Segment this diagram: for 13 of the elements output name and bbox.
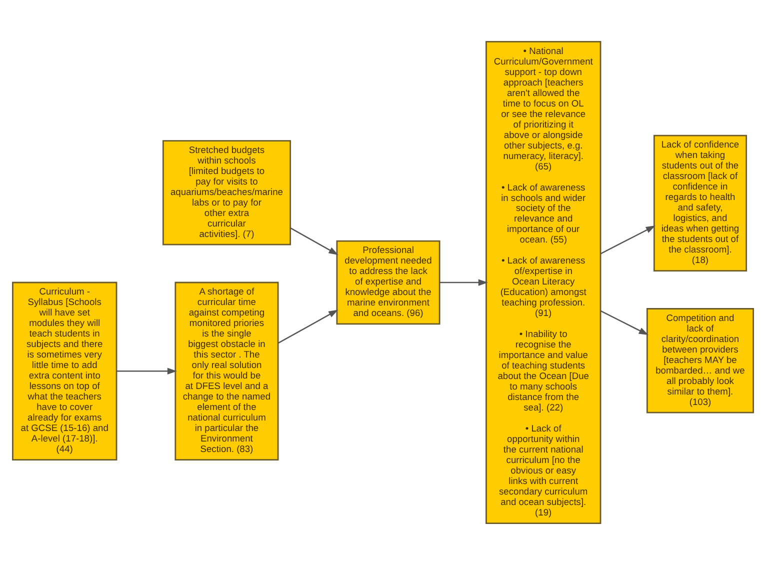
- arrow: [600, 225, 656, 254]
- arrow: [116, 367, 177, 374]
- arrow: [440, 278, 488, 286]
- node-box: Stretched budgets within schools [limited budgets to pay for visits to aquariums/beaches/marine labs or to pay for other extra curricular activities]. (7): [162, 140, 291, 245]
- node-box: • National Curriculum/Government support - top down approach [teachers aren't allowed the time to focus on OL or see the relevance of prioritizing it above or alongside other subjects, e.g. numeracy, literacy]. (65) • Lack of awareness in schools and wider society of the relevance and importance of our ocean. (55) • Lack of awareness of/expertise in Ocean Literacy (Education) amongst teaching profession. (91) • Inability to recognise the importance and value of teaching students about the Ocean [Due to many schools distance from the sea]. (22) • Lack of opportunity within the current national curriculum [no the obvious or easy links with current secondary curriculum and ocean subjects]. (19): [486, 40, 602, 524]
- node-box: Professional development needed to address the lack of expertise and knowledge about the marine environment and oceans. (96): [336, 240, 440, 324]
- node-box: A shortage of curricular time against competing monitored priories is the single biggest obstacle in this sector . The only real solution for this would be at DFES level and a change to the named element of the national curriculum in particular the Environment Section. (83): [174, 281, 279, 460]
- node-box: Lack of confidence when taking students out of the classroom [lack of confidence in regards to health and safety, logistics, and ideas when getting the students out of the classroom]. (18): [653, 134, 747, 272]
- arrow: [290, 226, 338, 254]
- node-box: Curriculum - Syllabus [Schools will have set modules they will teach students in subjects and there is sometimes very little time to add extra content into lessons on top of what the teachers have to cover already for exams at GCSE (15-16) and A-level (17-18)]. (44): [12, 281, 118, 460]
- arrow: [278, 309, 338, 344]
- arrow: [600, 310, 648, 335]
- node-box: Competition and lack of clarity/coordination between providers [teachers MAY be bombarded… and we all probably look similar to them]. (103): [646, 308, 754, 413]
